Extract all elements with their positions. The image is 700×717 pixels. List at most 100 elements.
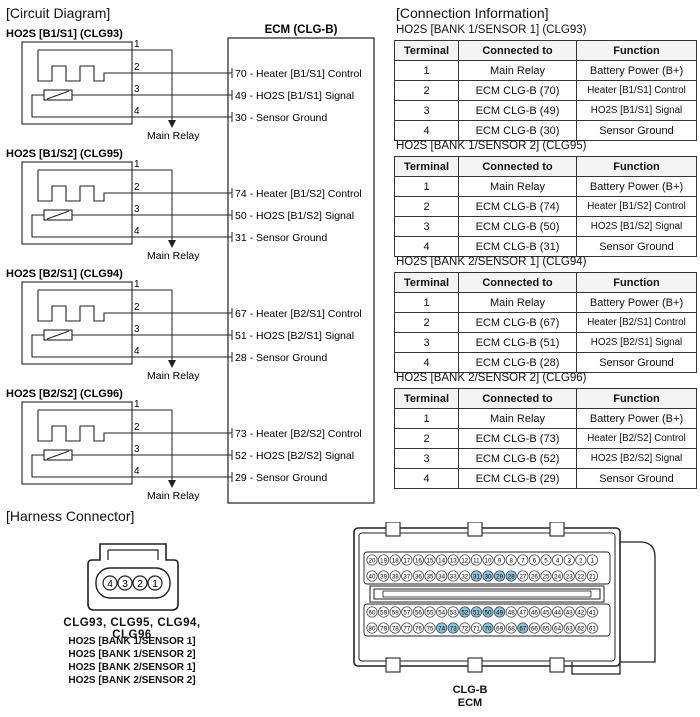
ecm-pin-number: 35 <box>427 573 434 580</box>
table-cell: ECM CLG-B (52) <box>458 448 577 469</box>
sensor-title: HO2S [B1/S2] (CLG95) <box>6 148 123 160</box>
ecm-pin-number: 65 <box>543 625 550 632</box>
ecm-pin-number: 13 <box>450 557 457 564</box>
ecm-pin <box>378 622 390 634</box>
sensor-list-item: HO2S [BANK 1/SENSOR 1] <box>68 636 196 647</box>
ecm-pin <box>563 606 575 618</box>
ecm-pin-number: 50 <box>485 609 492 616</box>
ecm-pin-number: 49 <box>496 609 503 616</box>
ecm-pin-number: 31 <box>473 573 480 580</box>
ecm-pin-number: 38 <box>392 573 399 580</box>
ecm-pin-number: 63 <box>566 625 573 632</box>
table-cell: ECM CLG-B (28) <box>458 352 577 373</box>
sensor-box <box>21 161 133 245</box>
column-header: Connected to <box>458 40 577 61</box>
ecm-pin <box>436 606 448 618</box>
ecm-pin <box>552 622 564 634</box>
ecm-pin <box>447 622 459 634</box>
ecm-pin <box>586 554 598 566</box>
ecm-pin <box>366 622 378 634</box>
ecm-pin-number: 62 <box>577 625 584 632</box>
table-cell: Heater [B1/S2] Control <box>576 196 697 217</box>
ecm-connector-caption: CLG-B ECM <box>420 684 520 710</box>
main-relay-label: Main Relay <box>147 370 200 382</box>
ecm-pin-number: 72 <box>461 625 468 632</box>
connector-pin <box>132 575 148 591</box>
table-cell: Battery Power (B+) <box>576 408 697 429</box>
table-cell: Main Relay <box>458 60 577 81</box>
ecm-pin-number: 30 <box>485 573 492 580</box>
table-cell: Battery Power (B+) <box>576 60 697 81</box>
ecm-pin-number: 70 <box>485 625 492 632</box>
ecm-pin-number: 43 <box>566 609 573 616</box>
table-cell: 1 <box>394 292 459 313</box>
ecm-pin-number: 51 <box>473 609 480 616</box>
ecm-pin-number: 55 <box>427 609 434 616</box>
sensor-box <box>21 281 133 365</box>
ecm-pin-number: 39 <box>380 573 387 580</box>
ecm-pin <box>540 622 552 634</box>
connector-pin-number: 2 <box>137 578 143 590</box>
column-header: Function <box>576 40 697 61</box>
table-cell: ECM CLG-B (51) <box>458 332 577 353</box>
ecm-pin-number: 2 <box>579 557 583 564</box>
table-cell: 3 <box>394 332 459 353</box>
ecm-pin-number: 33 <box>450 573 457 580</box>
pin-number: 3 <box>134 324 140 335</box>
connection-info-heading: [Connection Information] <box>396 5 549 21</box>
ecm-pin <box>447 606 459 618</box>
ecm-pin-number: 40 <box>369 573 376 580</box>
connector-model-caption: CLG93, CLG95, CLG94, CLG96 <box>63 617 201 641</box>
ecm-pin <box>517 606 529 618</box>
heater-element <box>37 65 132 82</box>
ecm-pin <box>575 606 587 618</box>
sensor-list-item: HO2S [BANK 1/SENSOR 2] <box>68 649 196 660</box>
table-cell: 2 <box>394 196 459 217</box>
table-cell: ECM CLG-B (50) <box>458 216 577 237</box>
sensor-box <box>21 401 133 485</box>
ecm-pin <box>505 570 517 582</box>
circuit-diagram-heading: [Circuit Diagram] <box>6 5 111 21</box>
ecm-pin <box>366 570 378 582</box>
table-cell: 4 <box>394 120 459 141</box>
table-cell: ECM CLG-B (30) <box>458 120 577 141</box>
ecm-pin-number: 45 <box>543 609 550 616</box>
ecm-pin <box>389 554 401 566</box>
ecm-pin-number: 37 <box>403 573 410 580</box>
ecm-pin <box>482 570 494 582</box>
table-cell: Sensor Ground <box>576 236 697 257</box>
ecm-pin-number: 21 <box>589 573 596 580</box>
ecm-pin <box>470 570 482 582</box>
ecm-pin <box>528 570 540 582</box>
ecm-pin <box>424 554 436 566</box>
main-relay-label: Main Relay <box>147 490 200 502</box>
sensor-list-item: HO2S [BANK 2/SENSOR 1] <box>68 662 196 673</box>
ecm-caption-line: CLG-B <box>452 684 488 696</box>
pin-number: 2 <box>134 62 140 73</box>
ecm-pin-number: 8 <box>509 557 513 564</box>
ecm-pin <box>401 570 413 582</box>
ecm-pin <box>563 570 575 582</box>
ecm-pin-number: 4 <box>556 557 560 564</box>
ecm-pin <box>366 606 378 618</box>
column-header: Terminal <box>394 388 459 409</box>
table-caption: HO2S [BANK 1/SENSOR 2] (CLG95) <box>396 140 587 152</box>
ecm-pin <box>552 570 564 582</box>
ecm-pin-label: 28 - Sensor Ground <box>235 352 327 364</box>
ecm-pin-number: 48 <box>508 609 515 616</box>
ecm-pin <box>586 622 598 634</box>
table-cell: 4 <box>394 352 459 373</box>
ecm-pin-number: 41 <box>589 609 596 616</box>
ecm-pin-label: 50 - HO2S [B1/S2] Signal <box>235 210 354 222</box>
column-header: Terminal <box>394 156 459 177</box>
